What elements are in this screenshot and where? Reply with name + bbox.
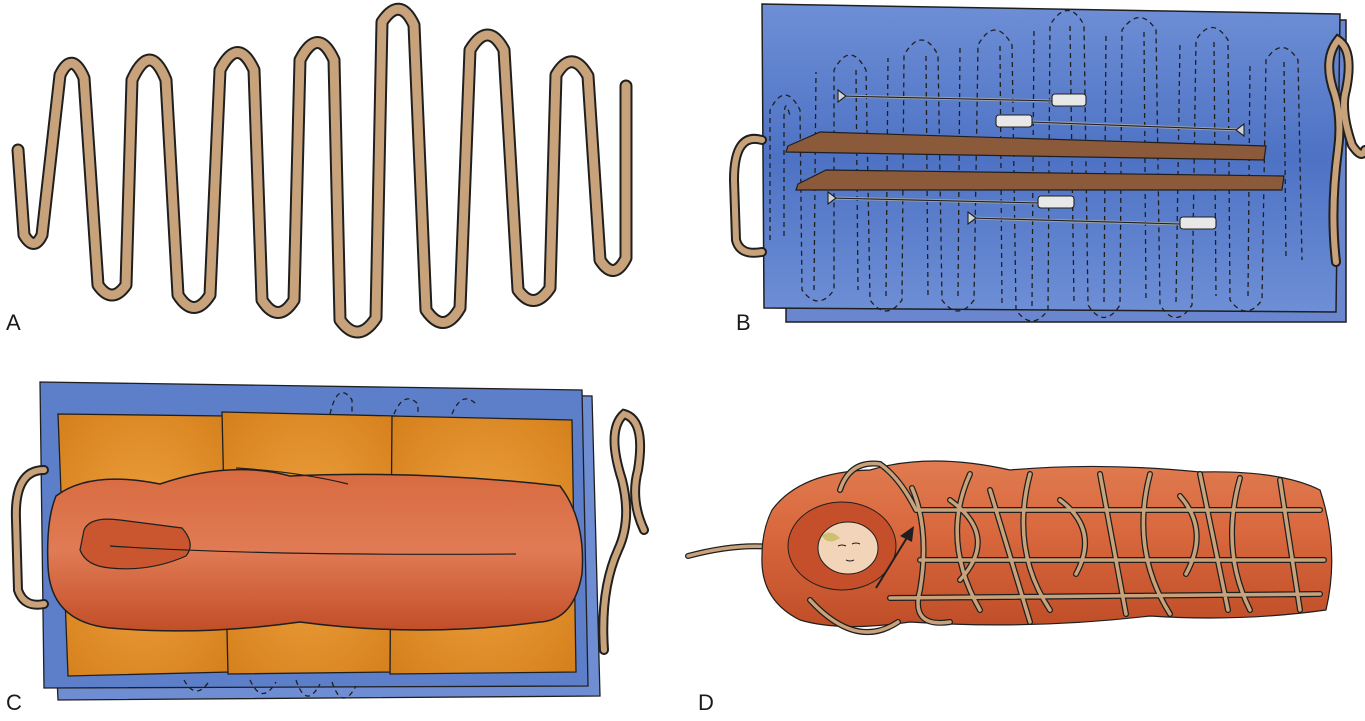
patient-face (818, 522, 878, 574)
panel-label-d: D (698, 690, 714, 716)
panel-d: D (680, 360, 1365, 721)
tarp-with-poles-diagram (690, 0, 1365, 350)
panel-label-b: B (736, 310, 751, 336)
serpentine-rope-diagram (0, 0, 680, 350)
wrapped-pad-and-bag-diagram (0, 360, 680, 721)
panel-c: C (0, 360, 680, 721)
panel-label-a: A (6, 310, 21, 336)
panel-label-c: C (6, 690, 22, 716)
panel-a: A (0, 0, 680, 350)
packaged-patient-diagram (680, 360, 1365, 721)
panel-b: B (690, 0, 1365, 350)
